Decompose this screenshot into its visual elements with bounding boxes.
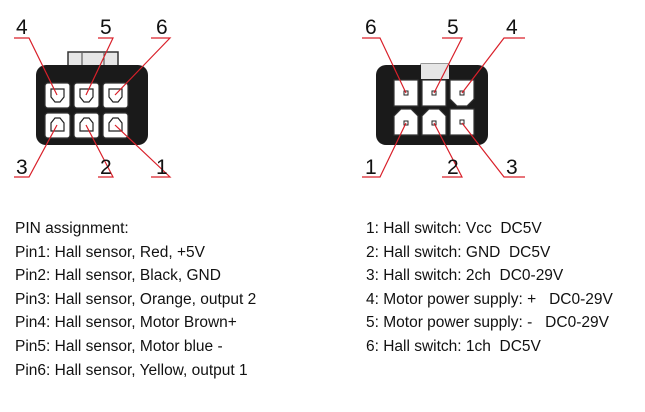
left-leader-4 xyxy=(14,37,58,96)
pin-assignment-heading: PIN assignment: xyxy=(15,220,129,237)
pin-assignment-line-4: Pin4: Hall sensor, Motor Brown+ xyxy=(15,314,237,332)
left-label-5: 5 xyxy=(100,16,112,39)
right-leader-3 xyxy=(461,122,525,178)
left-leader-1 xyxy=(114,124,172,178)
right-leader-1 xyxy=(362,122,407,178)
left-leader-3 xyxy=(14,124,58,178)
pin-function-list: 1: Hall switch: Vcc DC5V 2: Hall switch:… xyxy=(366,217,613,359)
right-label-4: 4 xyxy=(506,16,518,39)
right-cavity-5 xyxy=(421,79,447,107)
pin-assignment-line-1: Pin1: Hall sensor, Red, +5V xyxy=(15,243,205,261)
right-label-5: 5 xyxy=(447,16,459,39)
pin-function-line-6: 6: Hall switch: 1ch DC5V xyxy=(366,337,541,355)
left-cavity-4 xyxy=(44,82,71,109)
right-label-3: 3 xyxy=(506,156,518,179)
pin-assignment-line-2: Pin2: Hall sensor, Black, GND xyxy=(15,267,221,285)
right-label-2: 2 xyxy=(447,156,459,179)
right-leader-5 xyxy=(433,37,463,94)
left-leader-6 xyxy=(114,37,172,96)
pin-assignment-line-6: Pin6: Hall sensor, Yellow, output 1 xyxy=(15,361,248,379)
right-leader-4 xyxy=(461,37,525,94)
right-cavity-1 xyxy=(393,108,419,136)
left-label-1: 1 xyxy=(156,156,168,179)
left-cavity-5 xyxy=(73,82,100,109)
left-label-3: 3 xyxy=(16,156,28,179)
pin-function-line-5: 5: Motor power supply: - DC0-29V xyxy=(366,314,609,332)
left-leader-2 xyxy=(85,124,114,178)
right-label-6: 6 xyxy=(365,16,377,39)
left-label-6: 6 xyxy=(156,16,168,39)
left-label-4: 4 xyxy=(16,16,28,39)
left-cavity-3 xyxy=(44,112,71,139)
left-label-2: 2 xyxy=(100,156,112,179)
right-cavity-3 xyxy=(449,108,475,136)
pin-assignment-line-5: Pin5: Hall sensor, Motor blue - xyxy=(15,337,223,355)
pin-function-line-2: 2: Hall switch: GND DC5V xyxy=(366,243,551,261)
left-connector: 4 5 6 3 2 1 xyxy=(14,16,172,179)
right-leader-6 xyxy=(362,37,407,94)
pin-function-line-4: 4: Motor power supply: + DC0-29V xyxy=(366,290,613,308)
pin-assignment-line-3: Pin3: Hall sensor, Orange, output 2 xyxy=(15,290,257,308)
right-cavity-2 xyxy=(421,108,447,136)
right-label-1: 1 xyxy=(365,156,377,179)
pin-assignment-list: PIN assignment: Pin1: Hall sensor, Red, … xyxy=(15,217,256,382)
pin-function-line-1: 1: Hall switch: Vcc DC5V xyxy=(366,220,542,237)
pin-function-line-3: 3: Hall switch: 2ch DC0-29V xyxy=(366,267,564,285)
left-leader-5 xyxy=(85,37,114,96)
connector-diagram: 4 5 6 3 2 1 xyxy=(14,16,525,179)
right-connector: 6 5 4 1 2 3 xyxy=(362,16,525,179)
left-cavity-6 xyxy=(102,82,129,109)
right-leader-2 xyxy=(433,122,463,178)
